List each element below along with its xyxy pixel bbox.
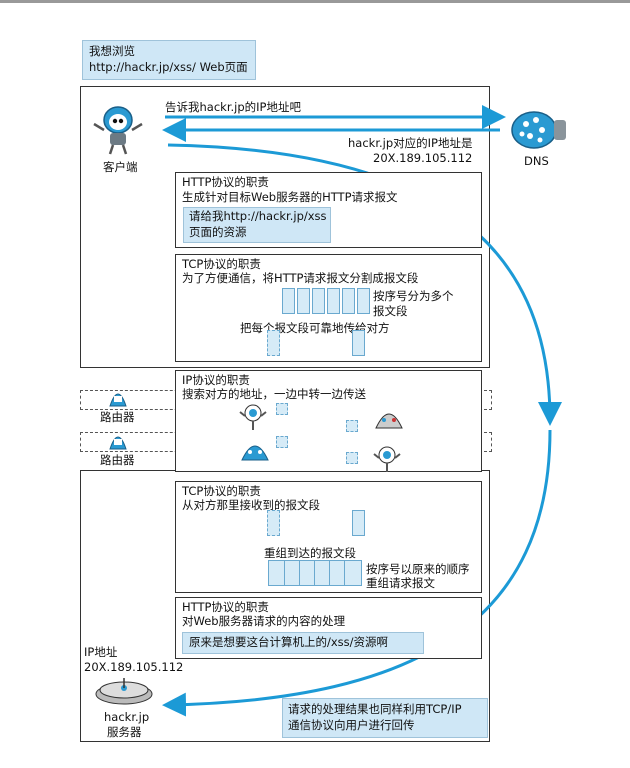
tcp-server-title: TCP协议的职责 [182, 484, 261, 498]
dns-server-icon [511, 111, 566, 149]
top-border [0, 0, 630, 3]
ip-box: IP协议的职责 搜索对方的地址，一边中转一边传送 [175, 370, 482, 472]
return-note-line-1: 请求的处理结果也同样利用TCP/IP [288, 702, 462, 716]
bubble-line-1: 我想浏览 [89, 44, 135, 58]
return-note-line-2: 通信协议向用户进行回传 [288, 718, 415, 732]
http-client-title: HTTP协议的职责 [182, 175, 269, 189]
http-client-box: HTTP协议的职责 生成针对目标Web服务器的HTTP请求报文 请给我http:… [175, 172, 482, 248]
server-ip-value: 20X.189.105.112 [84, 660, 184, 674]
tcp-client-reliable-note: 把每个报文段可靠地传给对方 [240, 321, 390, 335]
ip-packet-1 [276, 403, 288, 415]
http-server-desc: 对Web服务器请求的内容的处理 [182, 614, 346, 628]
tcp-server-reassemble-note: 重组到达的报文段 [264, 546, 356, 560]
tcp-server-order-note-1: 按序号以原来的顺序 [366, 562, 470, 576]
tcp-client-desc: 为了方便通信，将HTTP请求报文分割成报文段 [182, 271, 419, 285]
tcp-client-send-segment [267, 330, 280, 356]
dns-reply-line-2: 20X.189.105.112 [373, 151, 473, 165]
robot-icon-left [239, 404, 267, 430]
client-label: 客户端 [103, 160, 138, 174]
http-server-box: HTTP协议的职责 对Web服务器请求的内容的处理 原来是想要这台计算机上的/x… [175, 597, 482, 659]
http-client-note: 请给我http://hackr.jp/xss 页面的资源 [183, 207, 331, 243]
ip-packet-2 [346, 420, 358, 432]
tcp-server-desc: 从对方那里接收到的报文段 [182, 498, 320, 512]
http-client-note-line-1: 请给我http://hackr.jp/xss [189, 209, 327, 223]
dns-query-text: 告诉我hackr.jp的IP地址吧 [165, 100, 301, 114]
tcp-server-send-segment [352, 510, 365, 536]
web-server-icon [95, 678, 153, 705]
tcp-client-segment-note-1: 按序号分为多个 [373, 289, 454, 303]
tcp-client-title: TCP协议的职责 [182, 257, 261, 271]
http-client-note-line-2: 页面的资源 [189, 225, 247, 239]
ip-title: IP协议的职责 [182, 373, 250, 387]
request-bubble: 我想浏览 http://hackr.jp/xss/ Web页面 [82, 40, 256, 80]
bubble-line-2: http://hackr.jp/xss/ Web页面 [89, 60, 248, 74]
router-label-2: 路由器 [100, 453, 135, 467]
tcp-server-recv-segment [267, 510, 280, 536]
server-ip-label: IP地址 [84, 645, 118, 659]
router-label-1: 路由器 [100, 410, 135, 424]
return-note: 请求的处理结果也同样利用TCP/IP 通信协议向用户进行回传 [282, 698, 488, 738]
tcp-server-order-note-2: 重组请求报文 [366, 576, 435, 590]
ip-packet-3 [276, 436, 288, 448]
client-robot-icon [93, 106, 143, 155]
tcp-client-segment-note-2: 报文段 [373, 304, 408, 318]
router-icon-2 [109, 436, 127, 450]
server-name-line-2: 服务器 [107, 725, 142, 739]
robot-icon-right [373, 446, 401, 472]
dns-reply-line-1: hackr.jp对应的IP地址是 [348, 136, 473, 150]
tcp-server-reassembled [268, 560, 362, 586]
http-server-title: HTTP协议的职责 [182, 600, 269, 614]
http-client-desc: 生成针对目标Web服务器的HTTP请求报文 [182, 190, 398, 204]
router-icon-1 [109, 393, 127, 407]
ip-packet-4 [346, 452, 358, 464]
ip-desc: 搜索对方的地址，一边中转一边传送 [182, 387, 366, 401]
http-server-note-text: 原来是想要这台计算机上的/xss/资源啊 [189, 635, 389, 649]
tcp-client-recv-segment [352, 330, 365, 356]
http-server-note: 原来是想要这台计算机上的/xss/资源啊 [182, 632, 424, 654]
dns-label: DNS [524, 154, 549, 168]
server-icon-right [375, 413, 403, 429]
server-name-line-1: hackr.jp [104, 710, 150, 724]
server-icon-left [241, 445, 269, 461]
